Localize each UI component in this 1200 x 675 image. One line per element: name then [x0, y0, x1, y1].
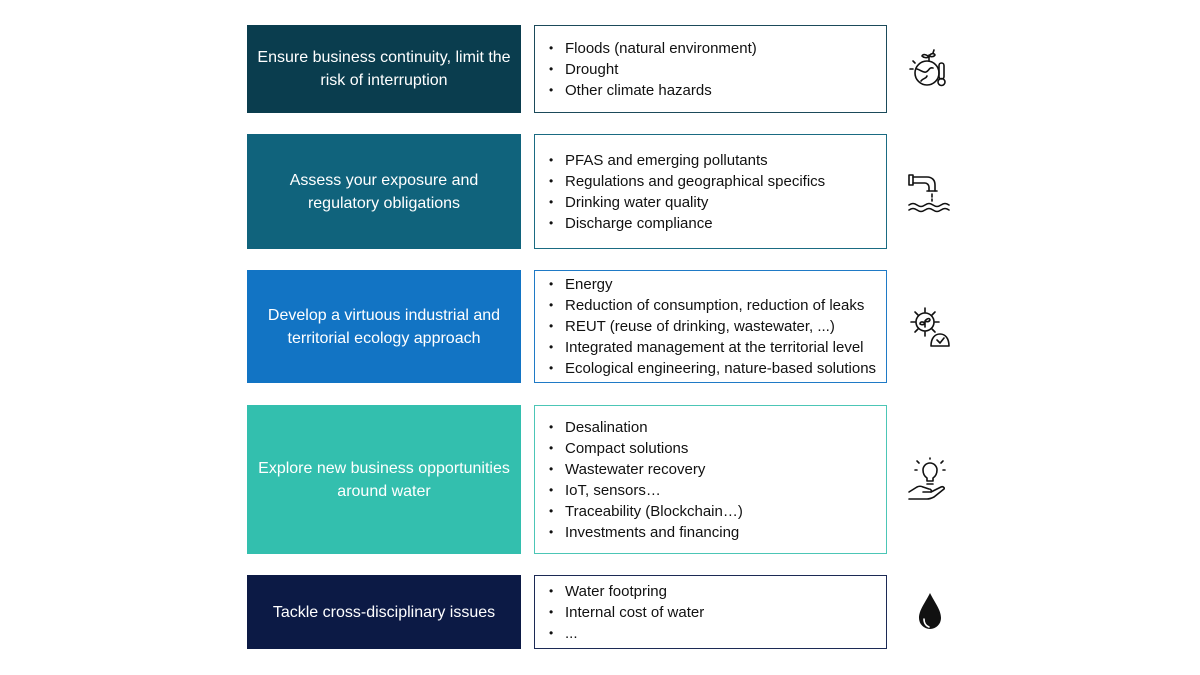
globe-thermometer-icon [907, 47, 953, 93]
gear-plant-icon [907, 304, 953, 350]
items-list: Floods (natural environment) Drought Oth… [535, 38, 757, 101]
items-list: Energy Reduction of consumption, reducti… [535, 274, 876, 379]
row-industrial-ecology: Develop a virtuous industrial and territ… [247, 270, 967, 383]
list-item: PFAS and emerging pollutants [549, 150, 825, 171]
label-text: Develop a virtuous industrial and territ… [267, 306, 501, 347]
list-item: Desalination [549, 417, 743, 438]
label-text: Ensure business continuity, limit the ri… [257, 49, 511, 89]
list-item: Floods (natural environment) [549, 38, 757, 59]
label-box: Assess your exposure and regulatory obli… [247, 134, 521, 249]
list-item: Regulations and geographical specifics [549, 171, 825, 192]
list-item: Compact solutions [549, 438, 743, 459]
list-item: Ecological engineering, nature-based sol… [549, 358, 876, 379]
label-box: Ensure business continuity, limit the ri… [247, 25, 521, 113]
list-item: IoT, sensors… [549, 480, 743, 501]
items-box: Desalination Compact solutions Wastewate… [534, 405, 887, 554]
label-box: Explore new business opportunities aroun… [247, 405, 521, 554]
list-item: Drought [549, 59, 757, 80]
items-list: Desalination Compact solutions Wastewate… [535, 417, 743, 543]
label-text: Explore new business opportunities aroun… [258, 459, 510, 500]
hand-lightbulb-icon [907, 456, 953, 502]
row-business-continuity: Ensure business continuity, limit the ri… [247, 25, 967, 113]
items-list: Water footpring Internal cost of water .… [535, 581, 704, 644]
list-item: Integrated management at the territorial… [549, 337, 876, 358]
row-opportunities: Explore new business opportunities aroun… [247, 405, 967, 554]
list-item: Discharge compliance [549, 213, 825, 234]
row-exposure: Assess your exposure and regulatory obli… [247, 134, 967, 249]
list-item: ... [549, 623, 704, 644]
items-list: PFAS and emerging pollutants Regulations… [535, 150, 825, 234]
row-cross-disciplinary: Tackle cross-disciplinary issues Water f… [247, 575, 967, 649]
list-item: Wastewater recovery [549, 459, 743, 480]
list-item: Internal cost of water [549, 602, 704, 623]
label-text: Assess your exposure and regulatory obli… [289, 171, 479, 212]
list-item: Drinking water quality [549, 192, 825, 213]
list-item: Other climate hazards [549, 80, 757, 101]
list-item: REUT (reuse of drinking, wastewater, ...… [549, 316, 876, 337]
items-box: PFAS and emerging pollutants Regulations… [534, 134, 887, 249]
list-item: Energy [549, 274, 876, 295]
list-item: Investments and financing [549, 522, 743, 543]
pipe-discharge-icon [907, 169, 953, 215]
label-box: Develop a virtuous industrial and territ… [247, 270, 521, 383]
water-drop-icon [907, 589, 953, 635]
items-box: Floods (natural environment) Drought Oth… [534, 25, 887, 113]
items-box: Water footpring Internal cost of water .… [534, 575, 887, 649]
label-text: Tackle cross-disciplinary issues [272, 603, 496, 621]
list-item: Reduction of consumption, reduction of l… [549, 295, 876, 316]
items-box: Energy Reduction of consumption, reducti… [534, 270, 887, 383]
label-box: Tackle cross-disciplinary issues [247, 575, 521, 649]
list-item: Traceability (Blockchain…) [549, 501, 743, 522]
list-item: Water footpring [549, 581, 704, 602]
